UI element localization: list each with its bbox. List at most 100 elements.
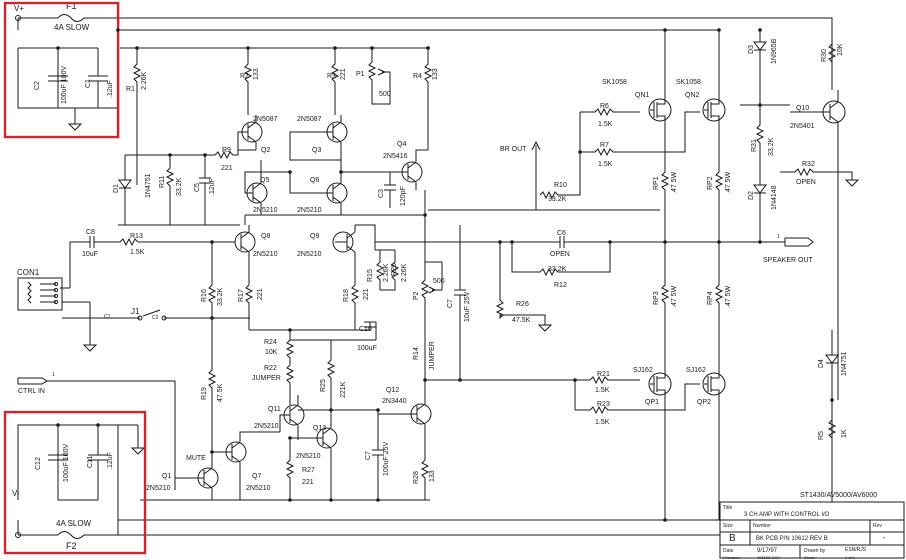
r21-ref: R21 [597,371,610,378]
q11-part: 2N5210 [254,423,279,430]
drawn-value: ESN/RJS [845,547,867,553]
r6-ref: R6 [600,103,609,110]
bias-stage-wiring [285,190,575,405]
d2-part: 1N4148 [771,185,778,210]
r14-ref: R14 [413,347,420,360]
number-value: BK PCB P/N 10612 REV B [756,536,828,542]
r16-ref: R16 [201,289,208,302]
r5-value: 1K [841,429,848,438]
r2-value: 133 [253,68,260,80]
diff-stage-wiring [205,48,433,331]
c5-value: .12uF [209,178,216,196]
d2-ref: D2 [748,191,755,200]
qp1-ref: QP1 [645,399,659,406]
c12-value: 100uF 100V [63,444,70,482]
rp1-value: .47 5W [671,171,678,194]
j1-pin-c1: C1 [104,314,111,320]
fuse-f2-rating: 4A SLOW [56,519,92,528]
r11-ref: R11 [159,176,166,188]
title-value: 3 CH AMP WITH CONTROL I/O [744,512,830,518]
q10-part: 2N5401 [790,123,815,130]
c12-ref: C12 [35,457,42,470]
r10-ref: R10 [554,182,567,189]
r13-ref: R13 [130,233,143,240]
c1-value: .12uF [107,80,114,98]
r23-ref: R23 [597,401,610,408]
qn2-part: SK1058 [676,79,701,86]
p2-value: 500 [433,278,445,285]
c7b-ref: C7 [365,451,372,460]
q2-part: 2N5087 [253,116,278,123]
r15-ref: R15 [367,269,374,282]
c11-value: .12uF [107,452,114,470]
d3-part: 1N965B [771,38,778,64]
sheet-value: 1 of 1 [845,555,856,560]
q9-part: 2N5210 [297,251,322,258]
r9-value: 221 [221,165,233,172]
r22-ref: R22 [264,365,277,372]
rp3-value: .47 5W [671,285,678,308]
rp4-value: .47 5W [725,285,732,308]
r4-value: 133 [432,68,439,80]
c7-ref: C7 [447,299,454,308]
rev-label: Rev [873,523,882,529]
r1-ref: R1 [126,86,135,93]
supply-caps-upper [48,47,108,131]
q2-ref: Q2 [261,147,270,154]
d4-part: 1N4751 [841,351,848,376]
c10-ref: C10 [359,326,372,333]
fuse-f2-ref: F2 [66,541,77,551]
c11-ref: C11 [87,456,94,468]
models-label: ST1430/AV5000/AV6000 [800,492,877,499]
rail-vplus-label: V+ [14,4,24,13]
r9-ref: R9 [222,147,231,154]
r16-value: 33.2K [217,287,224,306]
fuse-f1-rating: 4A SLOW [54,23,90,32]
rail-vminus-label: V- [12,489,20,498]
r11-value: 33.2K [176,177,183,196]
rp2-value: .47 5W [725,171,732,194]
r13-value: 1.5K [130,249,145,256]
p1-value: 500 [379,91,391,98]
q13-ref: Q13 [313,425,326,432]
r18-ref: R18 [343,289,350,302]
sheet-label: Sheet [804,555,815,560]
q8-part: 2N5210 [253,251,278,258]
number-label: Number [753,523,771,529]
r5-ref: R5 [818,431,825,440]
q7-part: 2N5210 [246,485,271,492]
input-stage-wiring [17,48,250,490]
q3-part: 2N5087 [297,116,322,123]
rp4-ref: RP4 [707,291,714,305]
q1-part: 2N5210 [146,485,171,492]
r24-ref: R24 [264,339,277,346]
rev-value: - [883,535,886,542]
fuse-f2 [57,531,85,539]
power-rails [15,15,833,538]
fuse-f1 [57,14,85,22]
r3-value: 221 [340,68,347,80]
r27-value: 221 [302,479,314,486]
q12-ref: Q12 [386,387,399,394]
j1-label: J1 [131,307,140,316]
c5-ref: C5 [194,183,201,192]
c2-ref: C2 [34,81,41,90]
r12-ref: R12 [554,282,567,289]
rp2-ref: RP2 [707,176,714,190]
r24-value: 10K [265,349,278,356]
q4-ref: Q4 [397,141,406,148]
c3-value: 120pF [400,186,407,206]
r15-value: 2.26K [383,263,390,282]
d3-ref: D3 [748,45,755,54]
c3-ref: C3 [378,189,385,198]
size-value: B [729,533,736,544]
r17-ref: R17 [238,289,245,302]
output-stage-wiring [375,30,860,535]
qn1-part: SK1058 [602,79,627,86]
q1-ref: Q1 [162,473,171,480]
r14-value: JUMPER [429,341,436,370]
p1-ref: P1 [356,71,365,78]
r31-value: 33.2K [768,137,775,156]
r10-value: 33.2K [548,196,567,203]
